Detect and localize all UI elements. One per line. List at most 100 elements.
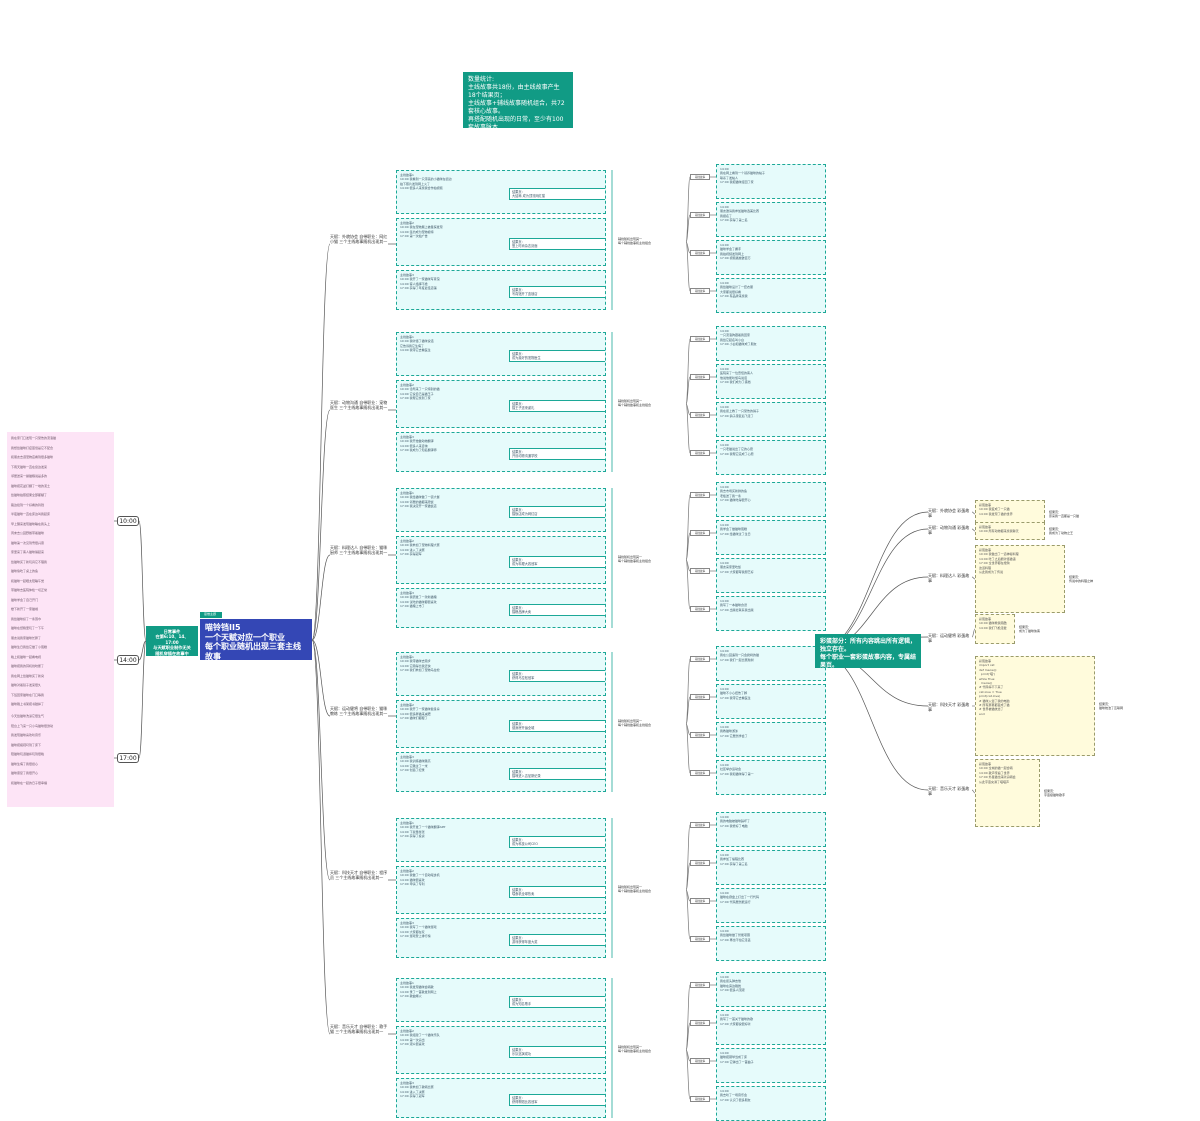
main-story-box[interactable]: 主线故事2 10:00 我参加了宠物料理大赛 14:00 进入了决赛 17:00… [396,536,606,584]
side-story-detail[interactable]: 14:00 我学会了做猫咪蛋糕 17:00 给猫咪过了生日 [716,520,826,555]
side-story-tag[interactable]: 辅线故事 [690,860,710,866]
side-story-detail[interactable]: 14:00 我的电脑被猫咪踩坏了 17:00 我修好了电脑 [716,812,826,847]
branch-label-3[interactable]: 天赋：料理达人 自带职业：猫咪厨师 三个主线故事随机出现其一 [330,545,388,555]
side-story-detail[interactable]: 14:00 朋友邀请我参加猫咪选美比赛 我报名了 17:00 获得了第二名 [716,202,826,237]
side-story-detail[interactable]: 14:00 我写了一本猫咪食谱 17:00 出版社联系我出版 [716,596,826,631]
side-story-tag[interactable]: 辅线故事 [690,450,710,456]
side-story-detail[interactable]: 14:00 猫咪把钢琴当成了床 17:00 它弹出了一首曲子 [716,1048,826,1083]
easter-egg-story[interactable]: 彩蛋故事 10:00 猫咪教我跑酷 14:00 我们飞檐走壁 [975,614,1015,644]
side-story-tag[interactable]: 辅线故事 [690,174,710,180]
side-story-detail[interactable]: 14:00 社区举办运动会 17:00 我和猫咪得了第一 [716,760,826,795]
main-story-box[interactable]: 主线故事3 10:00 我开始做动物翻译 14:00 很多人来咨询 17:00 … [396,432,606,472]
side-story-tag[interactable]: 辅线故事 [690,250,710,256]
side-story-detail[interactable]: 14:00 我教猫咪游泳 17:00 它居然学会了 [716,722,826,757]
side-story-tag[interactable]: 辅线故事 [690,936,710,942]
side-story-detail[interactable]: 14:00 我在街头弹吉他 猫咪在旁边跳舞 17:00 很多人围观 [716,972,826,1007]
daily-event-item: 猫咪生病了我很担心 [11,761,39,766]
note-to-side [685,723,691,774]
easter-egg-story[interactable]: 彩蛋故事 10:00 所有动物都来找我聊天 [975,522,1045,540]
easter-egg-label[interactable]: 天赋：外貌协会 彩蛋故事 [928,508,970,518]
side-story-detail[interactable]: 14:00 我给猫咪设计了一套衣服 大家都说很好看 17:00 有品牌来找我 [716,278,826,313]
time-slot-1[interactable]: 10:00 [117,516,139,526]
branch-label-1[interactable]: 天赋：外貌协会 自带职业：网红小猫 三个主线故事随机出现其一 [330,234,388,244]
main-story-box[interactable]: 主线故事3 10:00 我参加了歌唱比赛 14:00 进入了决赛 17:00 获… [396,1078,606,1118]
easter-egg-label[interactable]: 天赋：科技天才 彩蛋故事 [928,702,970,712]
side-story-tag[interactable]: 辅线故事 [690,212,710,218]
main-story-box[interactable]: 主线故事2 10:00 我组建了一个猫咪乐队 14:00 第一次演出 17:00… [396,1026,606,1074]
branch-label-5[interactable]: 天赋：科技天才 自带职业：程序员 三个主线故事随机出现其一 [330,870,388,880]
result-page-label: 结果页： 成为料理大赛冠军 [509,556,605,569]
branch-label-4[interactable]: 天赋：运动健将 自带职业：猫咪教练 三个主线故事随机出现其一 [330,706,388,716]
easter-egg-story[interactable]: 彩蛋故事 10:00 我做出了一道神秘料理 14:00 吃了之后能听懂猫语 17… [975,545,1065,613]
main-story-box[interactable]: 主线故事1 10:00 我带猫咪去跑步 14:00 它跑得比我还快 17:00 … [396,652,606,696]
main-story-box[interactable]: 主线故事1 10:00 我发现猫咪会唱歌 14:00 录了一首歌发到网上 17:… [396,978,606,1022]
side-story-detail[interactable]: 14:00 我写了一首关于猫咪的歌 17:00 大家都说很好听 [716,1010,826,1045]
main-story-box[interactable]: 主线故事1 10:00 我给猫咪做了一顿大餐 14:00 邻居的猫都来蹭饭 17… [396,488,606,532]
branch-label-2[interactable]: 天赋：动物沟通 自带职业：宠物医生 三个主线故事随机出现其一 [330,400,388,410]
side-story-detail[interactable]: 14:00 我去市场买新鲜的鱼 老板送了我一条 17:00 猫咪吃得很开心 [716,482,826,517]
main-story-box[interactable]: 主线故事3 10:00 我研发了一款新猫粮 14:00 试吃的猫咪都很喜欢 17… [396,588,606,628]
side-story-tag[interactable]: 辅线故事 [690,732,710,738]
side-story-detail[interactable]: 14:00 一只老猫说出了它的心愿 17:00 我帮它完成了心愿 [716,440,826,475]
time-slot-3[interactable]: 17:00 [117,753,139,763]
main-story-box[interactable]: 主线故事1 10:00 我听懂了猫咪说话 它告诉我它生病了 14:00 我带它去… [396,332,606,376]
side-story-tag[interactable]: 辅线故事 [690,770,710,776]
side-story-detail[interactable]: 14:00 我去听了一场音乐会 17:00 认识了很多朋友 [716,1086,826,1121]
side-story-tag[interactable]: 辅线故事 [690,1058,710,1064]
side-story-tag[interactable]: 辅线故事 [690,822,710,828]
side-story-detail[interactable]: 14:00 猫咪在键盘上打出了一行代码 17:00 代码居然能运行 [716,888,826,923]
side-story-detail[interactable]: 14:00 我在网上看到一个领养猫咪的帖子 联系了发帖人 17:00 我把猫咪接… [716,164,826,199]
central-topic[interactable]: 喵铃铛II5 一个天赋对应一个职业 每个职业随机出现三套主线 故事 [200,619,312,660]
side-story-tag[interactable]: 辅线故事 [690,1096,710,1102]
side-story-tag[interactable]: 辅线故事 [690,606,710,612]
main-story-text: 主线故事2 10:00 诊所来了一只特别的猫 14:00 它说自己是猫王子 17… [400,383,440,401]
side-story-tag[interactable]: 辅线故事 [690,412,710,418]
easter-egg-label[interactable]: 天赋：料理达人 彩蛋故事 [928,573,970,583]
easter-egg-label[interactable]: 天赋：动物沟通 彩蛋故事 [928,525,970,535]
main-story-box[interactable]: 主线故事3 10:00 我训练猫咪跳高 14:00 它跳过了一米 17:00 创… [396,752,606,792]
easter-egg-story[interactable]: 彩蛋故事 import cat def meow(): print('喵') w… [975,656,1095,756]
main-story-box[interactable]: 主线故事1 10:00 我看到一只漂亮的小猫咪在街边 拍下照片发到网上火了 14… [396,170,606,214]
note-to-side [685,376,691,405]
main-story-box[interactable]: 主线故事2 10:00 我做了一个自动喂食机 14:00 猫咪很喜欢 17:00… [396,866,606,914]
daily-events-node[interactable]: 日常事件 在第6:10、14、17:00 与天赋职业制作无关 随机穿插在故事中 [146,626,198,656]
main-story-box[interactable]: 主线故事2 10:00 我开了一家猫咪健身房 14:00 很多胖猫来减肥 17:… [396,700,606,748]
side-story-detail[interactable]: 14:00 猫咪学会了握手 我拍视频发到网上 17:00 视频播放破百万 [716,240,826,275]
side-story-tag[interactable]: 辅线故事 [690,374,710,380]
side-story-detail[interactable]: 14:00 我参加了编程比赛 17:00 获得了第三名 [716,850,826,885]
side-story-tag[interactable]: 辅线故事 [690,336,710,342]
daily-event-item: 带猫咪去医院体检一切正常 [11,588,48,592]
side-story-tag[interactable]: 辅线故事 [690,530,710,536]
side-story-tag[interactable]: 辅线故事 [690,656,710,662]
main-story-box[interactable]: 主线故事3 10:00 我开了一家猫咪写真馆 14:00 客人络绎不绝 17:0… [396,270,606,310]
easter-egg-label[interactable]: 天赋：音乐天才 彩蛋故事 [928,786,970,796]
note-to-side [685,1049,691,1100]
main-story-box[interactable]: 主线故事2 10:00 我在宠物展上被星探发现 14:00 签约成为宠物模特 1… [396,218,606,266]
side-story-tag[interactable]: 辅线故事 [690,1020,710,1026]
easter-egg-label[interactable]: 天赋：运动健将 彩蛋故事 [928,633,970,643]
side-story-detail[interactable]: 14:00 我在公园遇到一只会爬树的猫 17:00 我们一起比赛爬树 [716,646,826,681]
side-story-tag[interactable]: 辅线故事 [690,492,710,498]
side-story-tag[interactable]: 辅线故事 [690,982,710,988]
side-story-detail[interactable]: 14:00 猫咪不小心扭伤了脚 17:00 我带它去看医生 [716,684,826,719]
side-story-detail[interactable]: 14:00 我给猫咪做了智能项圈 17:00 再也不怕它走丢 [716,926,826,961]
egg-box-connector [971,528,976,532]
side-story-detail[interactable]: 14:00 我在街上救了一只受伤的鸽子 17:00 鸽子康复后飞走了 [716,402,826,437]
side-story-detail[interactable]: 14:00 朋友来家里吃饭 17:00 大家都夸我厨艺好 [716,558,826,593]
easter-egg-story[interactable]: 彩蛋故事 10:00 全城的猫一起合唱 14:00 歌声传遍了世界 17:00 … [975,759,1040,827]
side-story-tag[interactable]: 辅线故事 [690,568,710,574]
side-story-detail[interactable]: 14:00 一只流浪狗跟着我回家 我给它起名叫小白 17:00 小白和猫咪成了朋… [716,326,826,361]
branch-label-6[interactable]: 天赋：音乐天才 自带职业：歌手猫 三个主线故事随机出现其一 [330,1024,388,1034]
main-story-box[interactable]: 主线故事2 10:00 诊所来了一只特别的猫 14:00 它说自己是猫王子 17… [396,380,606,428]
side-story-detail[interactable]: 14:00 医院来了一位奇怪的客人 他说他能听懂鸟说话 17:00 我们成为了搭… [716,364,826,399]
easter-egg-title[interactable]: 彩蛋部分：所有内容跳出所有逻辑，独立存在。 每个职业一套彩蛋故事内容，专属结果页… [815,634,921,668]
side-story-tag[interactable]: 辅线故事 [690,694,710,700]
time-slot-2[interactable]: 14:00 [117,655,139,665]
daily-event-item: 猫咪把拖鞋叼到了床下 [11,742,42,747]
main-story-box[interactable]: 主线故事3 10:00 我写了一个猫咪游戏 14:00 大家都在玩 17:00 … [396,918,606,958]
side-story-tag[interactable]: 辅线故事 [690,288,710,294]
main-story-box[interactable]: 主线故事1 10:00 我开发了一个猫咪翻译APP 14:00 下载量暴涨 17… [396,818,606,862]
side-story-tag[interactable]: 辅线故事 [690,898,710,904]
